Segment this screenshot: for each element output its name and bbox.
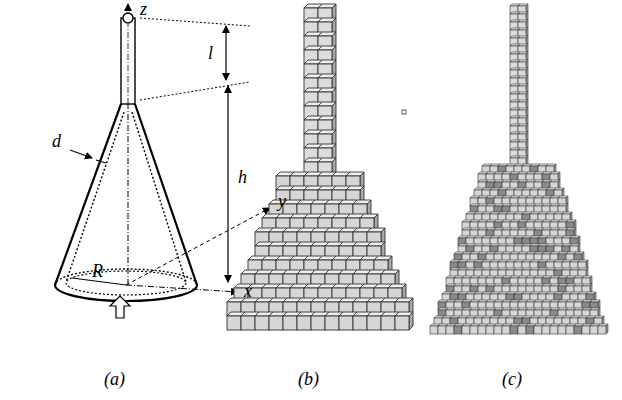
voxel [550, 326, 558, 334]
voxel [574, 326, 582, 334]
voxel [269, 316, 283, 330]
voxel [558, 326, 566, 334]
voxel [454, 326, 462, 334]
voxel [438, 326, 446, 334]
small-mark [402, 110, 406, 114]
voxel [542, 326, 550, 334]
dimension-label: l [208, 44, 213, 62]
voxel [582, 326, 590, 334]
voxel [430, 326, 438, 334]
voxel [486, 326, 494, 334]
voxel [598, 326, 606, 334]
voxel [353, 316, 367, 330]
voxel [566, 326, 574, 334]
voxel [526, 326, 534, 334]
voxel [409, 312, 413, 330]
voxel [297, 316, 311, 330]
panel-label: (a) [104, 370, 125, 388]
panel-label: (b) [298, 370, 319, 388]
voxel [494, 326, 502, 334]
voxel [381, 316, 395, 330]
voxel [478, 326, 486, 334]
dimension-label: R [92, 262, 103, 280]
voxel [534, 326, 542, 334]
voxel [283, 316, 297, 330]
voxel [470, 326, 478, 334]
voxel-model-coarse [227, 4, 413, 330]
panel-label: (c) [502, 370, 522, 388]
voxel [241, 316, 255, 330]
voxel [311, 316, 325, 330]
dimension-label: h [238, 168, 247, 186]
voxel [518, 326, 526, 334]
dimension-label: y [278, 192, 286, 210]
voxel [227, 316, 241, 330]
dimension-label: z [140, 0, 147, 18]
voxel [590, 326, 598, 334]
voxel [395, 316, 409, 330]
voxel-model-fine [430, 4, 608, 334]
dimension-label: x [244, 282, 252, 300]
voxel [510, 326, 518, 334]
voxel [502, 326, 510, 334]
voxel [325, 316, 339, 330]
voxel [446, 326, 454, 334]
voxel [367, 316, 381, 330]
cone-outline [55, 4, 270, 318]
voxel [462, 326, 470, 334]
voxel [255, 316, 269, 330]
dimension-label: d [52, 132, 61, 150]
voxel [339, 316, 353, 330]
